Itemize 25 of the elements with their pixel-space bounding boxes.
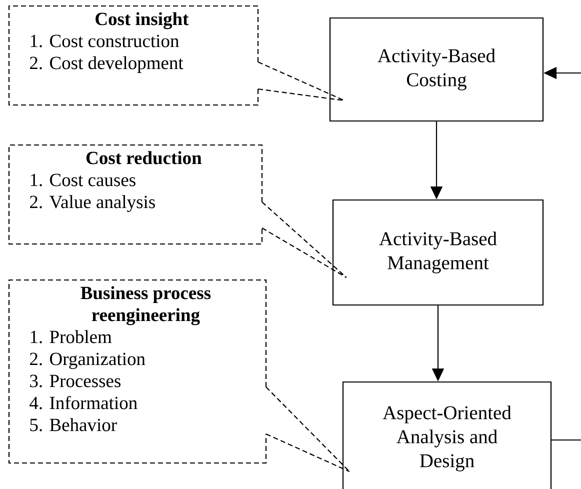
- callout-pointer: [261, 201, 347, 278]
- connector-line: [552, 439, 581, 441]
- box-label: Aspect-Oriented Analysis and Design: [382, 406, 512, 472]
- box-label: Activity-Based Costing: [378, 48, 496, 90]
- list-item: 2. Cost development: [30, 56, 184, 73]
- callout-pointer: [257, 61, 345, 102]
- callout-box: [8, 279, 267, 464]
- list-item: 1. Problem: [30, 330, 112, 344]
- callout-heading: Cost insight: [96, 12, 189, 30]
- process-box: [332, 199, 544, 306]
- list-item: 2. Value analysis: [30, 195, 155, 212]
- list-item: 1. Cost construction: [30, 34, 179, 48]
- process-box: [342, 381, 552, 489]
- callout-heading: Cost reduction: [86, 151, 202, 164]
- callout-box: [8, 5, 259, 106]
- list-item: 3. Processes: [30, 374, 120, 388]
- callout-heading: Business process reengineering: [80, 286, 211, 326]
- callout-box: [8, 144, 263, 245]
- list-item: 1. Cost causes: [30, 174, 136, 186]
- process-box: [329, 17, 544, 122]
- box-label: Activity-Based Management: [379, 232, 497, 274]
- list-item: 2. Organization: [30, 352, 146, 370]
- callout-pointer: [265, 386, 350, 472]
- list-item: 4. Information: [30, 396, 138, 410]
- list-item: 5. Behavior: [30, 418, 117, 432]
